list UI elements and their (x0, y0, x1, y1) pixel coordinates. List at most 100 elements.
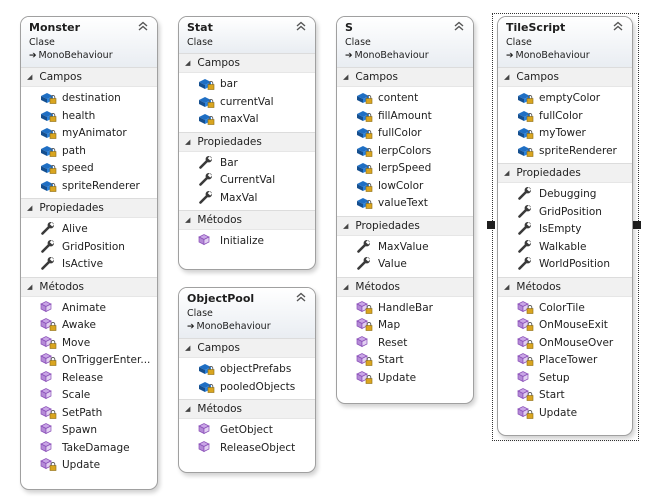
member-destination[interactable]: destination (21, 90, 157, 108)
expand-triangle-icon[interactable]: ◢ (185, 405, 191, 413)
member-release[interactable]: Release (21, 370, 157, 388)
member-fillamount[interactable]: fillAmount (337, 108, 473, 126)
member-maxvalue[interactable]: MaxValue (337, 239, 473, 257)
expand-triangle-icon[interactable]: ◢ (185, 344, 191, 352)
member-lowcolor[interactable]: lowColor (337, 178, 473, 196)
section-campos[interactable]: ◢Campos (498, 67, 632, 87)
collapse-chevron-icon[interactable] (136, 20, 150, 34)
section-propiedades[interactable]: ◢Propiedades (498, 163, 632, 183)
member-reset[interactable]: Reset (337, 335, 473, 353)
member-move[interactable]: Move (21, 335, 157, 353)
member-colortile[interactable]: ColorTile (498, 300, 632, 318)
expand-triangle-icon[interactable]: ◢ (27, 73, 33, 81)
member-debugging[interactable]: Debugging (498, 186, 632, 204)
member-start[interactable]: Start (337, 352, 473, 370)
section-campos[interactable]: ◢Campos (179, 338, 315, 358)
member-objectprefabs[interactable]: objectPrefabs (179, 361, 315, 379)
section-campos[interactable]: ◢Campos (21, 67, 157, 87)
member-bar[interactable]: bar (179, 76, 315, 94)
section-metodos[interactable]: ◢Métodos (21, 276, 157, 297)
section-propiedades[interactable]: ◢Propiedades (179, 131, 315, 152)
member-animate[interactable]: Animate (21, 300, 157, 318)
collapse-chevron-icon[interactable] (452, 20, 466, 34)
member-spawn[interactable]: Spawn (21, 422, 157, 440)
expand-triangle-icon[interactable]: ◢ (504, 169, 510, 177)
member-currentval[interactable]: currentVal (179, 94, 315, 112)
member-update[interactable]: Update (21, 457, 157, 475)
member-health[interactable]: health (21, 108, 157, 126)
expand-triangle-icon[interactable]: ◢ (27, 282, 33, 291)
member-alive[interactable]: Alive (21, 221, 157, 239)
member-spriterenderer[interactable]: spriteRenderer (21, 178, 157, 196)
member-onmouseover[interactable]: OnMouseOver (498, 335, 632, 353)
member-content[interactable]: content (337, 90, 473, 108)
section-campos[interactable]: ◢Campos (337, 67, 473, 87)
member-currentval[interactable]: CurrentVal (179, 172, 315, 190)
member-update[interactable]: Update (498, 405, 632, 423)
expand-triangle-icon[interactable]: ◢ (343, 221, 349, 230)
section-propiedades[interactable]: ◢Propiedades (337, 215, 473, 236)
member-initialize[interactable]: Initialize (179, 233, 315, 251)
member-myanimator[interactable]: myAnimator (21, 125, 157, 143)
collapse-chevron-icon[interactable] (294, 20, 308, 34)
member-spriterenderer[interactable]: spriteRenderer (498, 143, 632, 161)
member-walkable[interactable]: Walkable (498, 239, 632, 257)
member-gridposition[interactable]: GridPosition (498, 204, 632, 222)
member-getobject[interactable]: GetObject (179, 422, 315, 440)
member-bar[interactable]: Bar (179, 155, 315, 173)
member-isempty[interactable]: IsEmpty (498, 221, 632, 239)
member-value[interactable]: Value (337, 256, 473, 274)
member-isactive[interactable]: IsActive (21, 256, 157, 274)
member-speed[interactable]: speed (21, 160, 157, 178)
member-fullcolor[interactable]: fullColor (498, 108, 632, 126)
member-path[interactable]: path (21, 143, 157, 161)
expand-triangle-icon[interactable]: ◢ (504, 282, 510, 291)
member-takedamage[interactable]: TakeDamage (21, 440, 157, 458)
section-metodos[interactable]: ◢Métodos (498, 276, 632, 297)
member-mytower[interactable]: myTower (498, 125, 632, 143)
member-valuetext[interactable]: valueText (337, 195, 473, 213)
member-fullcolor[interactable]: fullColor (337, 125, 473, 143)
member-pooledobjects[interactable]: pooledObjects (179, 379, 315, 397)
expand-triangle-icon[interactable]: ◢ (343, 282, 349, 291)
section-metodos[interactable]: ◢Métodos (179, 399, 315, 419)
expand-triangle-icon[interactable]: ◢ (504, 73, 510, 81)
section-metodos[interactable]: ◢Métodos (337, 276, 473, 297)
expand-triangle-icon[interactable]: ◢ (185, 59, 191, 67)
member-onmouseexit[interactable]: OnMouseExit (498, 317, 632, 335)
expand-triangle-icon[interactable]: ◢ (185, 216, 191, 224)
member-setup[interactable]: Setup (498, 370, 632, 388)
member-update[interactable]: Update (337, 370, 473, 388)
member-setpath[interactable]: SetPath (21, 405, 157, 423)
member-placetower[interactable]: PlaceTower (498, 352, 632, 370)
expand-triangle-icon[interactable]: ◢ (185, 137, 191, 146)
member-scale[interactable]: Scale (21, 387, 157, 405)
expand-triangle-icon[interactable]: ◢ (343, 73, 349, 81)
member-start[interactable]: Start (498, 387, 632, 405)
member-lerpspeed[interactable]: lerpSpeed (337, 160, 473, 178)
member-releaseobject[interactable]: ReleaseObject (179, 440, 315, 458)
member-maxval[interactable]: maxVal (179, 111, 315, 129)
resize-handle-right[interactable] (633, 221, 641, 229)
member-gridposition[interactable]: GridPosition (21, 239, 157, 257)
section-campos[interactable]: ◢Campos (179, 53, 315, 73)
collapse-chevron-icon[interactable] (611, 20, 625, 34)
member-awake[interactable]: Awake (21, 317, 157, 335)
member-worldposition[interactable]: WorldPosition (498, 256, 632, 274)
collapse-chevron-icon[interactable] (294, 291, 308, 305)
member-ontriggerenter[interactable]: OnTriggerEnter... (21, 352, 157, 370)
section-propiedades[interactable]: ◢Propiedades (21, 198, 157, 218)
member-map[interactable]: Map (337, 317, 473, 335)
member-emptycolor[interactable]: emptyColor (498, 90, 632, 108)
member-maxval[interactable]: MaxVal (179, 190, 315, 208)
section-metodos[interactable]: ◢Métodos (179, 210, 315, 230)
expand-triangle-icon[interactable]: ◢ (27, 204, 33, 212)
member-lerpcolors[interactable]: lerpColors (337, 143, 473, 161)
resize-handle-left[interactable] (487, 221, 495, 229)
member-handlebar[interactable]: HandleBar (337, 300, 473, 318)
